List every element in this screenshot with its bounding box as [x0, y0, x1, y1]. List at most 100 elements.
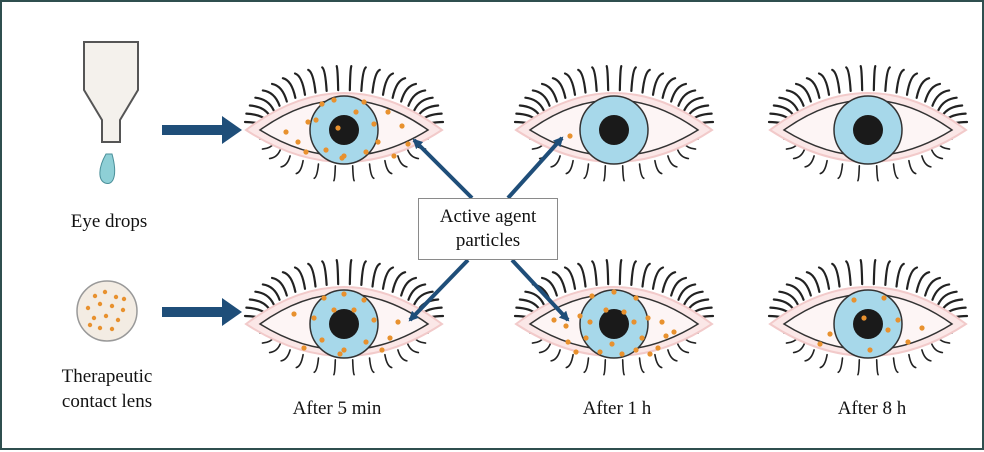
particle: [631, 319, 636, 324]
active-agent-label-box: Active agent particles: [418, 198, 558, 260]
particle: [361, 99, 366, 104]
particle: [341, 347, 346, 352]
particle: [371, 121, 376, 126]
pupil: [853, 115, 883, 145]
particle: [659, 319, 664, 324]
particle: [363, 339, 368, 344]
particle: [647, 351, 652, 356]
particle: [919, 325, 924, 330]
eye-drops-label: Eye drops: [44, 209, 174, 234]
pointer-arrow-bottom-left: [410, 260, 468, 320]
particle: [387, 335, 392, 340]
particle: [645, 315, 650, 320]
particle: [639, 335, 644, 340]
contact-lens-icon: [77, 281, 137, 341]
particle: [379, 347, 384, 352]
particle: [337, 351, 342, 356]
eye-drops-8h: [769, 66, 967, 181]
particle: [303, 149, 308, 154]
particle: [565, 339, 570, 344]
particle: [905, 339, 910, 344]
particle: [861, 315, 866, 320]
particle: [399, 123, 404, 128]
particle: [331, 97, 336, 102]
particle: [621, 309, 626, 314]
particle: [313, 117, 318, 122]
pupil: [853, 309, 883, 339]
particle: [391, 153, 396, 158]
particle: [567, 133, 572, 138]
particle: [817, 341, 822, 346]
particle: [827, 331, 832, 336]
particle: [851, 297, 856, 302]
particle: [633, 295, 638, 300]
particle: [671, 329, 676, 334]
active-agent-label-line1: Active agent: [419, 205, 557, 229]
particle: [353, 109, 358, 114]
particle: [363, 149, 368, 154]
pupil: [599, 115, 629, 145]
contact-lens-label-line1: Therapeutic: [32, 364, 182, 389]
particle: [375, 139, 380, 144]
particle: [587, 319, 592, 324]
particle: [611, 289, 616, 294]
particle: [655, 345, 660, 350]
particle: [361, 297, 366, 302]
eye-lens-1h: [515, 260, 713, 375]
particle: [385, 109, 390, 114]
eye-drops-5min: [245, 66, 443, 181]
drop-icon: [100, 154, 115, 184]
particle: [563, 323, 568, 328]
eye-drops-1h: [515, 66, 713, 181]
particle: [295, 139, 300, 144]
contact-lens-label: Therapeutic contact lens: [32, 364, 182, 414]
contact-lens-label-line2: contact lens: [32, 389, 182, 414]
particle: [305, 119, 310, 124]
particle: [321, 295, 326, 300]
particle: [885, 327, 890, 332]
particle: [371, 317, 376, 322]
particle: [881, 295, 886, 300]
particle: [323, 147, 328, 152]
particle: [551, 317, 556, 322]
drops-arrow: [162, 116, 242, 144]
active-agent-label-line2: particles: [419, 229, 557, 253]
particle: [283, 129, 288, 134]
particle: [301, 345, 306, 350]
particle: [573, 349, 578, 354]
particle: [339, 155, 344, 160]
particle: [405, 141, 410, 146]
caption-after-1-h: After 1 h: [537, 396, 697, 421]
particle: [291, 311, 296, 316]
particle: [577, 313, 582, 318]
pointer-arrow-top-right: [508, 138, 562, 198]
particle: [619, 351, 624, 356]
particle: [609, 341, 614, 346]
eye-lens-8h: [769, 260, 967, 375]
eyes-group: [245, 66, 967, 375]
particle: [319, 337, 324, 342]
caption-after-8-h: After 8 h: [792, 396, 952, 421]
particle: [633, 347, 638, 352]
particle: [603, 307, 608, 312]
pupil: [329, 115, 359, 145]
particle: [335, 125, 340, 130]
particle: [663, 333, 668, 338]
pupil: [329, 309, 359, 339]
particle: [331, 307, 336, 312]
lens-arrow: [162, 298, 242, 326]
particle: [597, 349, 602, 354]
particle: [583, 335, 588, 340]
eye-drop-bottle-icon: [84, 42, 138, 184]
particle: [341, 291, 346, 296]
particle: [895, 317, 900, 322]
particle: [319, 101, 324, 106]
particle: [589, 293, 594, 298]
particle: [867, 347, 872, 352]
pointer-arrow-top-left: [414, 140, 472, 198]
particle: [395, 319, 400, 324]
particle: [311, 315, 316, 320]
caption-after-5-min: After 5 min: [257, 396, 417, 421]
particle: [351, 307, 356, 312]
